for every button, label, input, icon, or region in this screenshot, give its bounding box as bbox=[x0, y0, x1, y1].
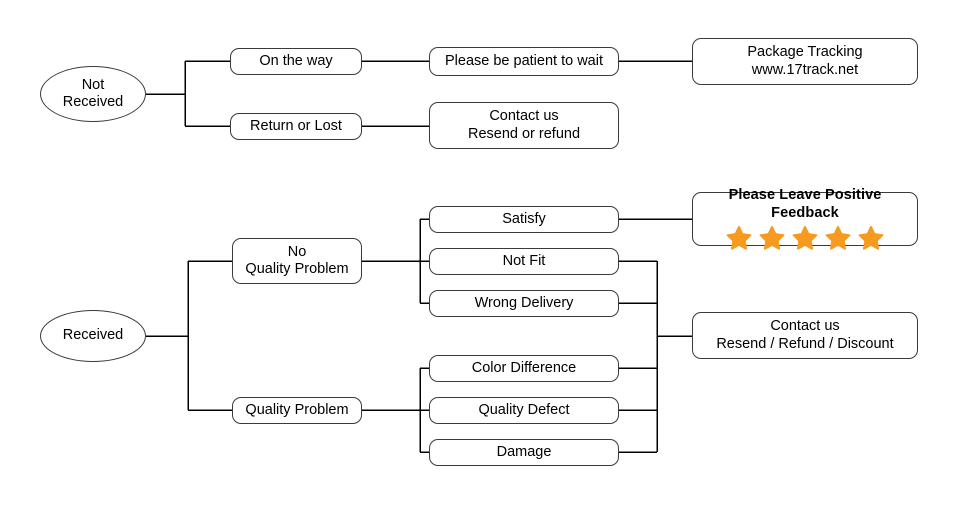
node-not-fit[interactable]: Not Fit bbox=[429, 248, 619, 275]
star-icon[interactable] bbox=[858, 225, 884, 251]
node-color-difference[interactable]: Color Difference bbox=[429, 355, 619, 382]
node-not-received-label: Not Received bbox=[62, 76, 124, 110]
node-package-tracking-label: Package Tracking www.17track.net bbox=[747, 44, 863, 78]
node-contact-resend-refund-discount-label: Contact us Resend / Refund / Discount bbox=[716, 318, 894, 352]
node-damage-label: Damage bbox=[496, 443, 552, 460]
node-return-or-lost-label: Return or Lost bbox=[250, 117, 342, 134]
star-icon[interactable] bbox=[726, 225, 752, 251]
node-package-tracking[interactable]: Package Tracking www.17track.net bbox=[692, 38, 918, 85]
node-received-label: Received bbox=[62, 327, 124, 344]
node-satisfy[interactable]: Satisfy bbox=[429, 206, 619, 233]
node-damage[interactable]: Damage bbox=[429, 439, 619, 466]
node-no-quality-problem-label: No Quality Problem bbox=[245, 243, 349, 277]
node-positive-feedback[interactable]: Please Leave Positive Feedback bbox=[692, 187, 918, 250]
star-icon[interactable] bbox=[759, 225, 785, 251]
node-positive-feedback-label: Please Leave Positive Feedback bbox=[728, 187, 882, 221]
node-return-or-lost[interactable]: Return or Lost bbox=[230, 113, 362, 140]
node-on-the-way[interactable]: On the way bbox=[230, 48, 362, 75]
node-satisfy-label: Satisfy bbox=[502, 210, 546, 227]
node-on-the-way-label: On the way bbox=[259, 52, 333, 69]
node-quality-problem-label: Quality Problem bbox=[245, 401, 349, 418]
node-quality-problem[interactable]: Quality Problem bbox=[232, 397, 362, 424]
node-no-quality-problem[interactable]: No Quality Problem bbox=[232, 238, 362, 284]
node-quality-defect-label: Quality Defect bbox=[478, 401, 570, 418]
node-contact-resend-refund[interactable]: Contact us Resend or refund bbox=[429, 102, 619, 149]
node-contact-resend-refund-label: Contact us Resend or refund bbox=[467, 108, 581, 142]
node-contact-resend-refund-discount[interactable]: Contact us Resend / Refund / Discount bbox=[692, 312, 918, 359]
node-not-fit-label: Not Fit bbox=[502, 252, 546, 269]
star-icon[interactable] bbox=[792, 225, 818, 251]
node-wrong-delivery-label: Wrong Delivery bbox=[474, 294, 574, 311]
star-rating[interactable] bbox=[726, 225, 884, 251]
node-quality-defect[interactable]: Quality Defect bbox=[429, 397, 619, 424]
node-received[interactable]: Received bbox=[40, 310, 146, 362]
node-please-be-patient[interactable]: Please be patient to wait bbox=[429, 47, 619, 76]
node-please-be-patient-label: Please be patient to wait bbox=[445, 52, 603, 69]
node-wrong-delivery[interactable]: Wrong Delivery bbox=[429, 290, 619, 317]
node-color-difference-label: Color Difference bbox=[471, 359, 577, 376]
star-icon[interactable] bbox=[825, 225, 851, 251]
node-not-received[interactable]: Not Received bbox=[40, 66, 146, 122]
